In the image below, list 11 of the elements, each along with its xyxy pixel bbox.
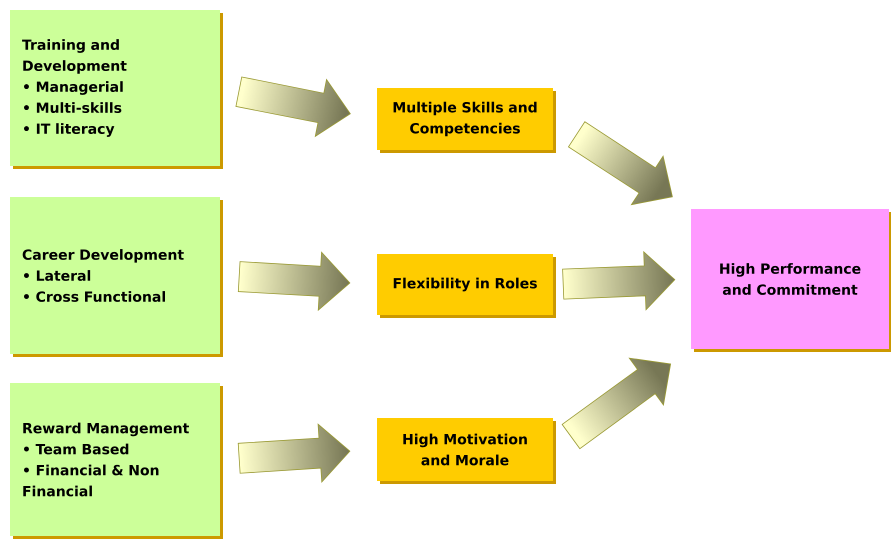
source-box: Reward Management • Team Based • Financial & Non Financial <box>10 383 223 539</box>
source-box: Career Development • Lateral • Cross Functional <box>10 197 223 357</box>
outcome-box: Multiple Skills and Competencies <box>377 88 556 153</box>
result-box: High Performance and Commitment <box>691 209 891 352</box>
block-arrow <box>562 250 676 311</box>
source-box: Training and Development • Managerial • Multi-skills • IT literacy <box>10 10 223 169</box>
block-arrow <box>238 423 350 484</box>
outcome-box: High Motivation and Morale <box>377 418 556 484</box>
block-arrow <box>562 358 672 450</box>
outcome-box: Flexibility in Roles <box>377 254 556 318</box>
block-arrow <box>238 251 350 312</box>
